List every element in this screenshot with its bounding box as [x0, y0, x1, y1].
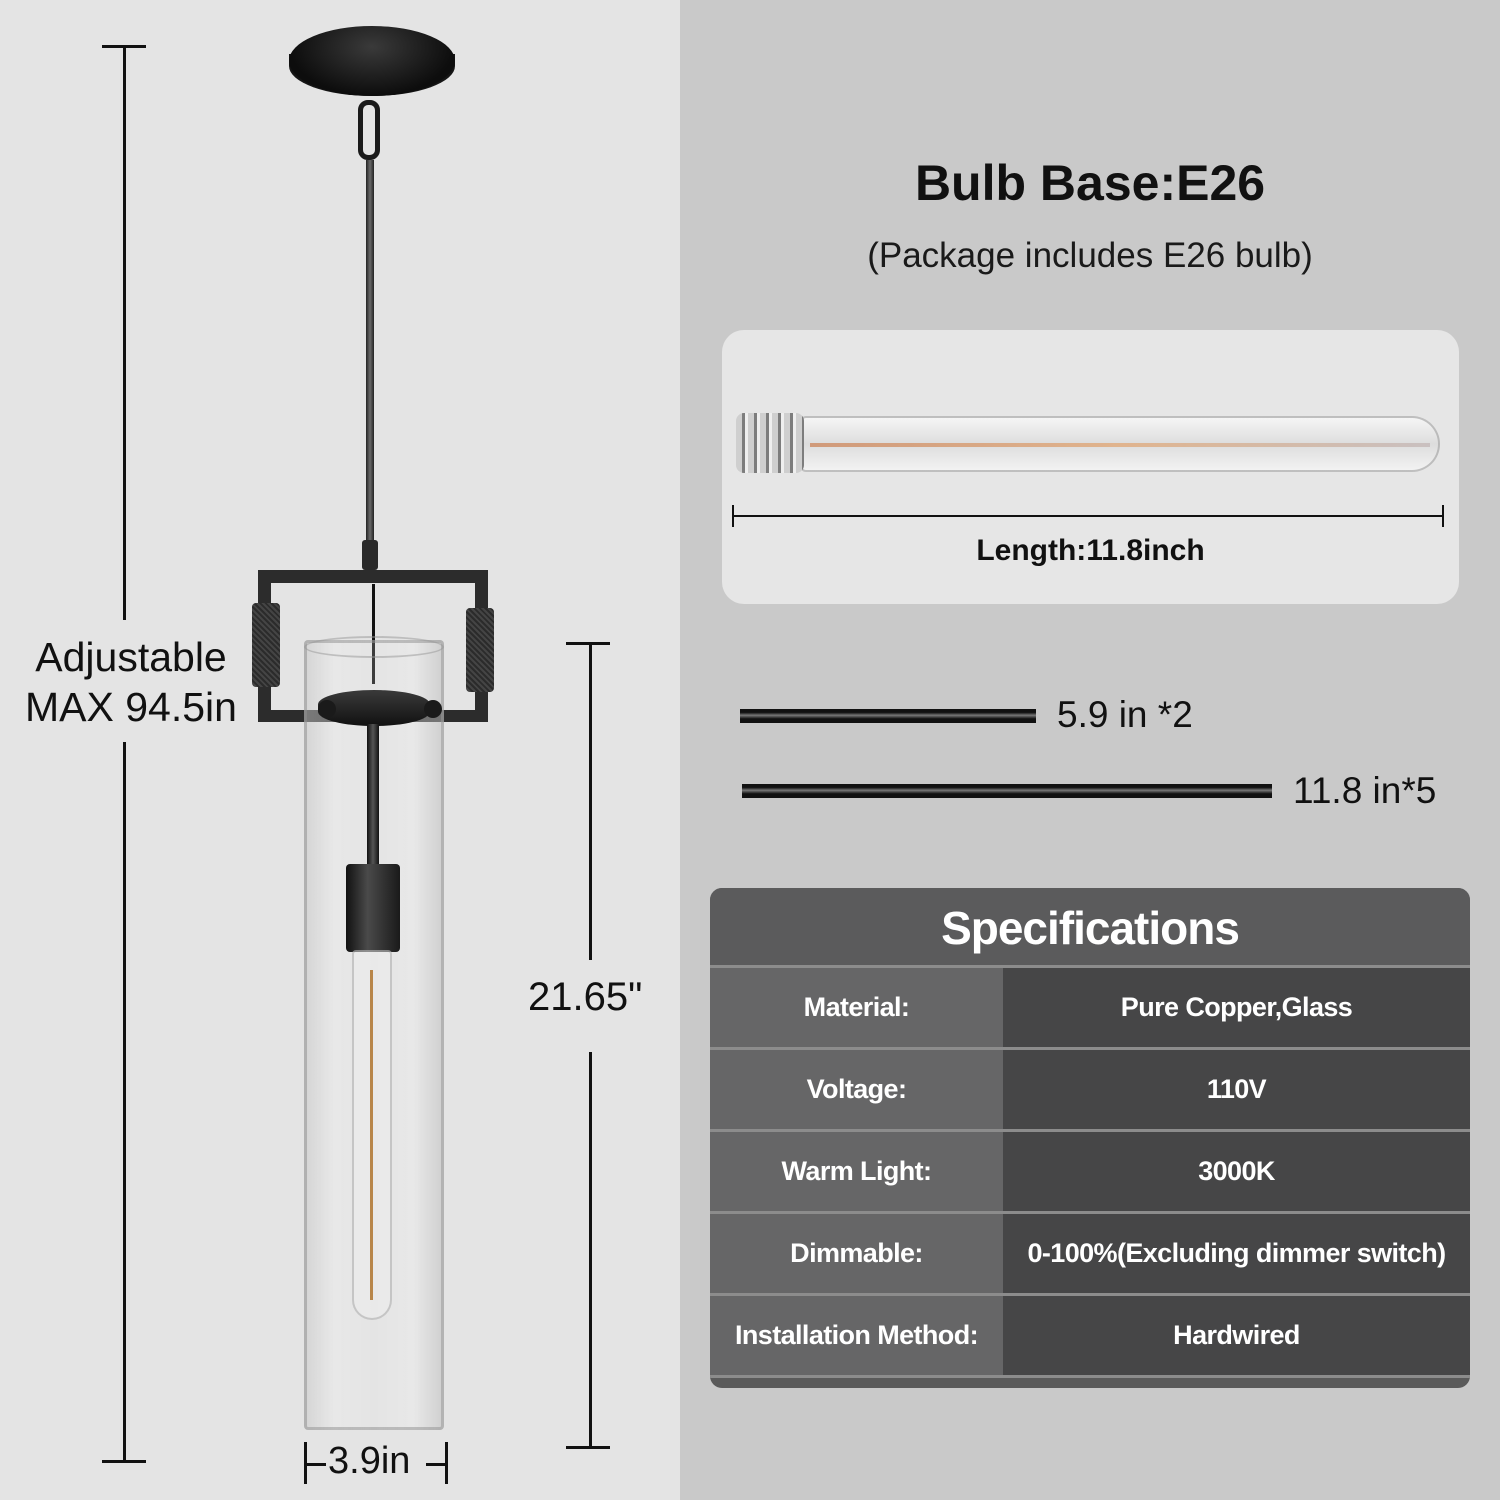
spec-key: Installation Method:: [710, 1296, 1003, 1375]
bulb-length-right-cap: [1442, 505, 1444, 527]
socket-stem: [367, 724, 379, 869]
rod-long-icon: [742, 784, 1272, 798]
width-label: 3.9in: [328, 1440, 411, 1482]
bulb-length-label: Length:11.8inch: [976, 534, 1205, 567]
downrod: [366, 160, 374, 560]
width-line-right: [426, 1463, 446, 1466]
rod-long-label: 11.8 in*5: [1293, 770, 1437, 811]
width-line-left: [304, 1463, 326, 1466]
e26-base-icon: [736, 413, 804, 473]
height-bottom-cap: [566, 1446, 610, 1449]
ceiling-canopy: [289, 26, 455, 96]
max-height-line-lower: [123, 742, 126, 1462]
bulb-image-filament: [810, 443, 1430, 447]
specifications-table: Specifications Material: Pure Copper,Gla…: [710, 888, 1470, 1388]
holder-knob-right: [424, 700, 442, 718]
spec-row-voltage: Voltage: 110V: [710, 1050, 1470, 1132]
shade-holder-ring: [318, 690, 430, 726]
bulb-package-note: (Package includes E26 bulb): [867, 236, 1313, 275]
glass-rim: [304, 636, 444, 658]
adjustable-label-line1: Adjustable: [35, 634, 227, 680]
height-top-cap: [566, 642, 610, 645]
height-line-upper: [589, 642, 592, 960]
spec-row-installation: Installation Method: Hardwired: [710, 1296, 1470, 1378]
spec-value: Hardwired: [1003, 1296, 1470, 1375]
max-height-bottom-cap: [102, 1460, 146, 1463]
spec-row-material: Material: Pure Copper,Glass: [710, 968, 1470, 1050]
spec-key: Voltage:: [710, 1050, 1003, 1129]
bulb-base-title: Bulb Base:E26: [914, 155, 1266, 211]
spec-row-dimmable: Dimmable: 0-100%(Excluding dimmer switch…: [710, 1214, 1470, 1296]
holder-knob-left: [318, 700, 336, 718]
height-line-lower: [589, 1052, 592, 1448]
bulb-filament: [370, 970, 373, 1300]
spec-value: 110V: [1003, 1050, 1470, 1129]
power-cord: [372, 584, 375, 684]
width-right-cap: [445, 1442, 448, 1484]
spec-key: Warm Light:: [710, 1132, 1003, 1211]
spec-value: 3000K: [1003, 1132, 1470, 1211]
canopy-hook: [358, 100, 380, 160]
adjustable-height-label: Adjustable MAX 94.5in: [14, 632, 248, 732]
bulb-length-line: [732, 515, 1444, 517]
spec-value: Pure Copper,Glass: [1003, 968, 1470, 1047]
rod-short-label: 5.9 in *2: [1057, 694, 1193, 735]
specifications-title: Specifications: [710, 888, 1470, 968]
spec-key: Dimmable:: [710, 1214, 1003, 1293]
spec-key: Material:: [710, 968, 1003, 1047]
max-height-line-upper: [123, 45, 126, 620]
spec-value: 0-100%(Excluding dimmer switch): [1003, 1214, 1470, 1293]
spec-row-warm-light: Warm Light: 3000K: [710, 1132, 1470, 1214]
height-label: 21.65": [528, 975, 643, 1019]
adjustable-label-line2: MAX 94.5in: [25, 684, 237, 730]
bulb-socket: [346, 864, 400, 952]
frame-grip-left: [252, 603, 280, 687]
rod-collar: [362, 540, 378, 570]
rod-short-icon: [740, 709, 1036, 723]
frame-grip-right: [466, 608, 494, 692]
